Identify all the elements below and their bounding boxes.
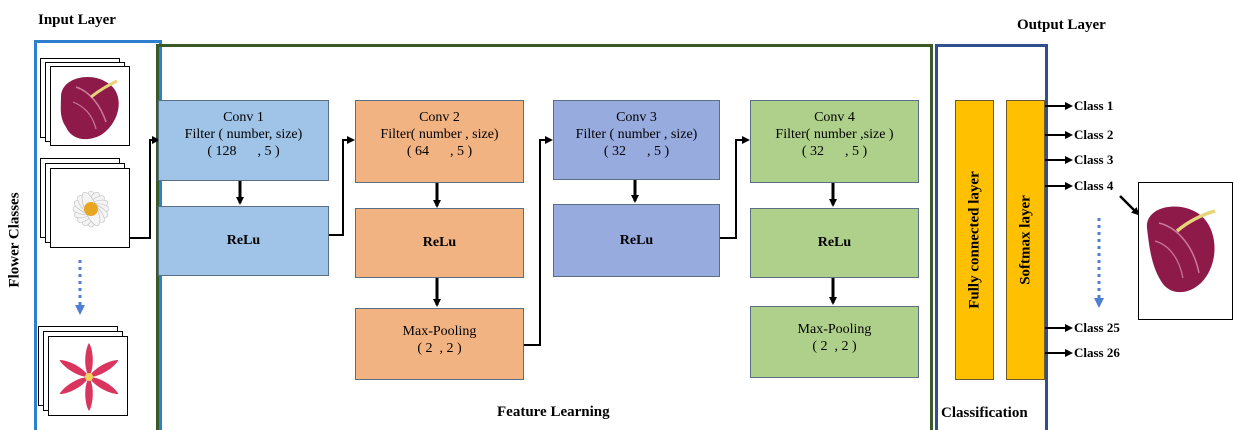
fully-connected-label: Fully connected layer xyxy=(966,171,982,309)
anthurium-output-icon xyxy=(1146,206,1216,293)
conv3-filter: Filter ( number , size) xyxy=(575,127,698,142)
class-label-26: Class 26 xyxy=(1074,345,1120,360)
output-layer-title: Output Layer xyxy=(1017,17,1106,33)
input-stack-lily xyxy=(38,326,130,426)
relu4-label: ReLu xyxy=(817,235,852,250)
relu3-box: ReLu xyxy=(553,204,720,277)
classification-frame xyxy=(935,44,1048,430)
feature-learning-title: Feature Learning xyxy=(497,404,610,420)
arrow-relu3-conv4 xyxy=(718,136,750,239)
conv3-title: Conv 3 xyxy=(616,110,657,125)
conv2-title: Conv 2 xyxy=(419,110,460,125)
input-layer-title: Input Layer xyxy=(38,12,116,28)
class-label-2: Class 2 xyxy=(1074,127,1114,142)
lily-icon xyxy=(59,343,119,411)
conv2-filter: Filter( number , size) xyxy=(380,127,499,142)
pool4-params: ( 2 , 2 ) xyxy=(812,339,857,354)
pool2-box: Max-Pooling ( 2 , 2 ) xyxy=(355,308,524,380)
arrow-relu1-conv2 xyxy=(327,136,355,236)
classification-title: Classification xyxy=(941,405,1028,421)
pool2-label: Max-Pooling xyxy=(402,324,477,339)
conv2-params: ( 64 , 5 ) xyxy=(406,144,473,159)
conv1-title: Conv 1 xyxy=(223,110,264,125)
relu3-label: ReLu xyxy=(619,233,654,248)
pool4-box: Max-Pooling ( 2 , 2 ) xyxy=(750,306,919,378)
conv4-params: ( 32 , 5 ) xyxy=(801,144,868,159)
relu1-label: ReLu xyxy=(226,233,261,248)
class-label-3: Class 3 xyxy=(1074,152,1114,167)
softmax-label: Softmax layer xyxy=(1017,195,1033,285)
conv2-box: Conv 2 Filter( number , size) ( 64 , 5 ) xyxy=(355,100,524,183)
relu4-box: ReLu xyxy=(750,208,919,278)
class-label-1: Class 1 xyxy=(1074,98,1114,113)
output-image xyxy=(1138,182,1233,320)
conv1-params: ( 128 , 5 ) xyxy=(207,144,280,159)
conv4-title: Conv 4 xyxy=(814,110,855,125)
conv3-params: ( 32 , 5 ) xyxy=(603,144,670,159)
softmax-layer: Softmax layer xyxy=(1006,100,1045,380)
daisy-icon xyxy=(72,190,110,228)
feature-learning-frame xyxy=(156,44,933,430)
pool4-label: Max-Pooling xyxy=(797,322,872,337)
input-stack-anthurium xyxy=(40,58,130,148)
conv3-box: Conv 3 Filter ( number , size) ( 32 , 5 … xyxy=(553,100,720,180)
conv1-filter: Filter ( number, size) xyxy=(184,127,303,142)
anthurium-icon xyxy=(60,77,119,140)
relu2-box: ReLu xyxy=(355,208,524,278)
conv1-box: Conv 1 Filter ( number, size) ( 128 , 5 … xyxy=(158,100,329,181)
arrow-class4-output xyxy=(1119,195,1140,216)
arrow-pool2-conv3 xyxy=(522,136,553,346)
arrow-input-conv1 xyxy=(126,136,160,239)
class-label-25: Class 25 xyxy=(1074,320,1120,335)
class-label-4: Class 4 xyxy=(1074,178,1114,193)
relu1-box: ReLu xyxy=(158,206,329,276)
relu2-label: ReLu xyxy=(422,235,457,250)
input-stack-daisy xyxy=(40,158,130,253)
fully-connected-layer: Fully connected layer xyxy=(955,100,994,380)
conv4-box: Conv 4 Filter( number ,size ) ( 32 , 5 ) xyxy=(750,100,919,183)
pool2-params: ( 2 , 2 ) xyxy=(417,341,462,356)
conv4-filter: Filter( number ,size ) xyxy=(775,127,894,142)
